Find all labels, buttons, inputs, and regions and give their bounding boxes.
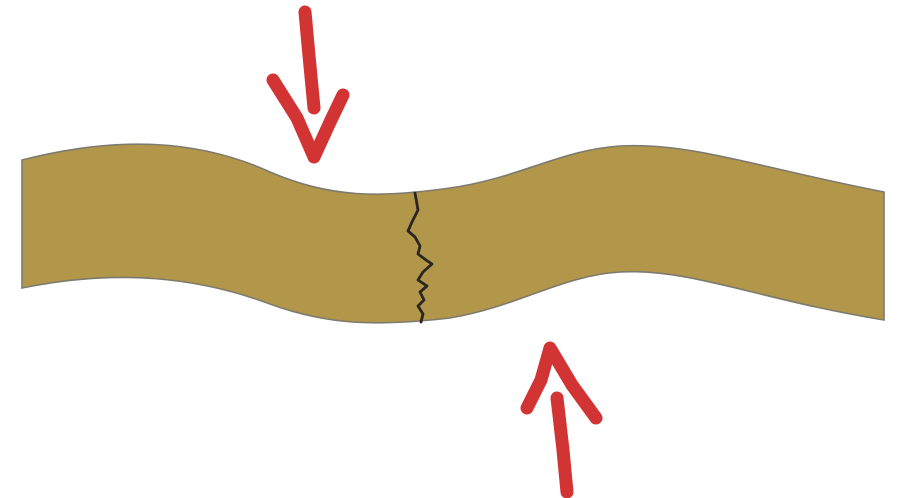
rock-layer: [22, 144, 884, 323]
up-arrow-icon: [527, 348, 596, 492]
down-arrow-icon: [273, 12, 343, 157]
